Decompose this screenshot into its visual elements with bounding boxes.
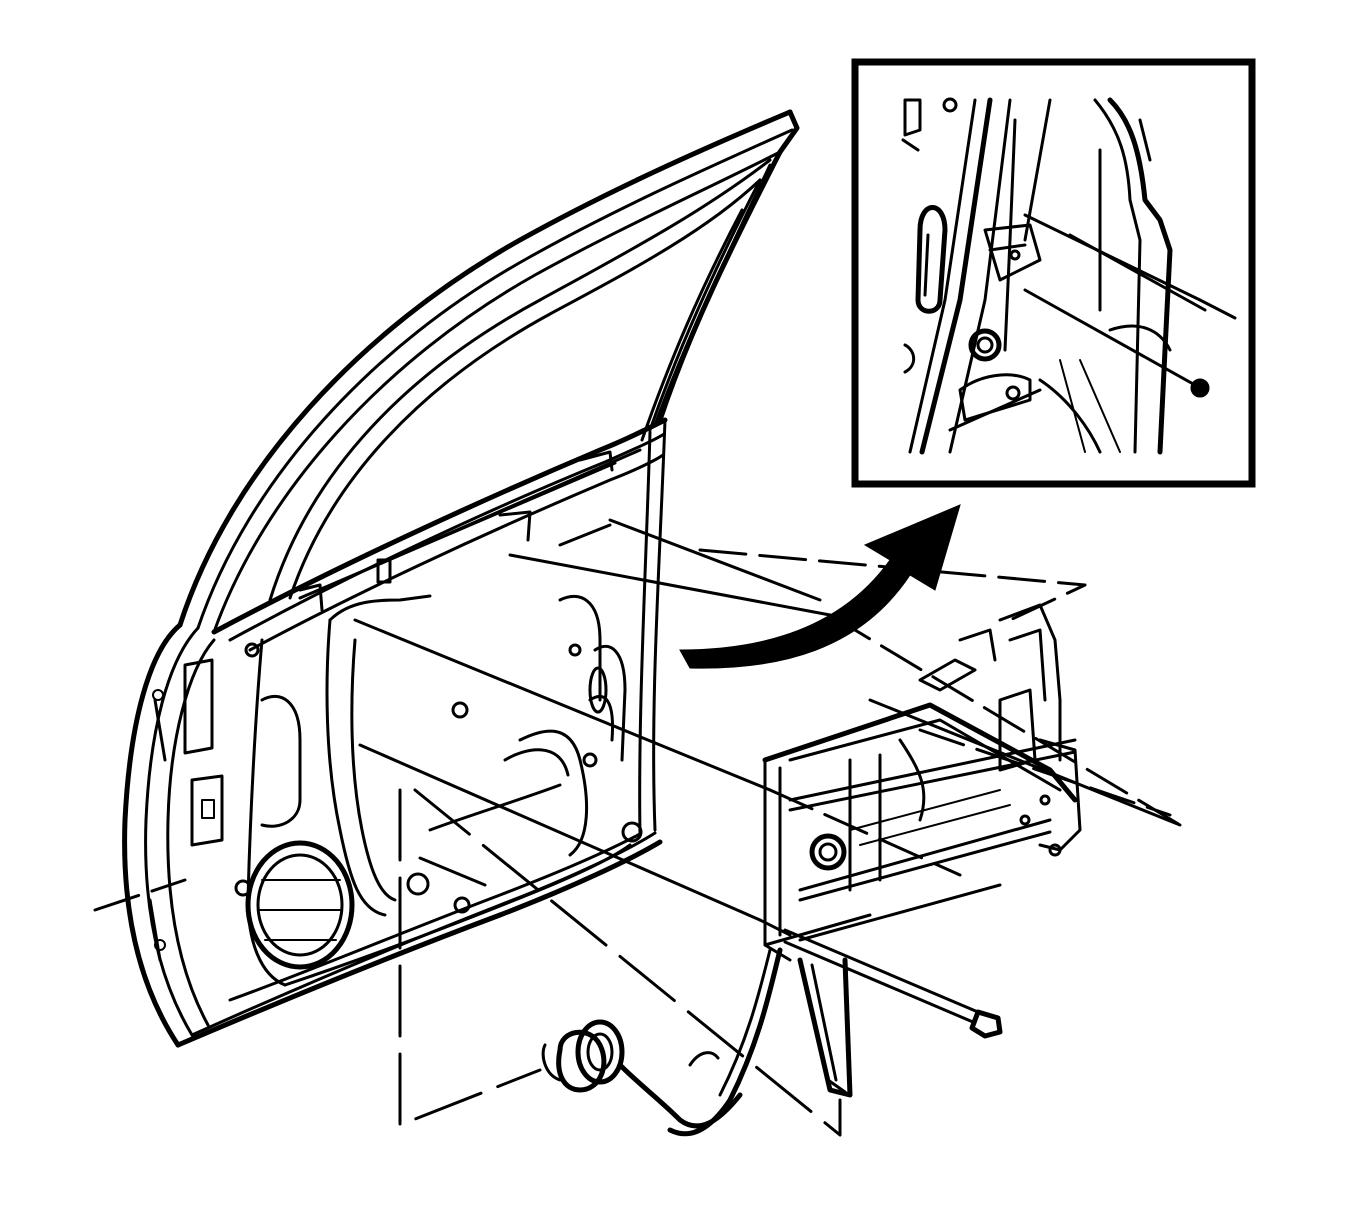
wiring-harness-grommet xyxy=(541,1019,743,1129)
front-door-panel xyxy=(122,417,668,1048)
bolt-lower-left xyxy=(406,856,487,896)
curved-arrow-icon xyxy=(679,504,961,669)
door-window-frame xyxy=(177,109,800,634)
window-regulator-assembly xyxy=(667,603,1082,1137)
detail-inset xyxy=(851,58,1256,488)
bolt-lower-right xyxy=(783,928,1003,1039)
regulator-bolts xyxy=(406,856,1003,1039)
alignment-lines xyxy=(93,518,1182,1137)
